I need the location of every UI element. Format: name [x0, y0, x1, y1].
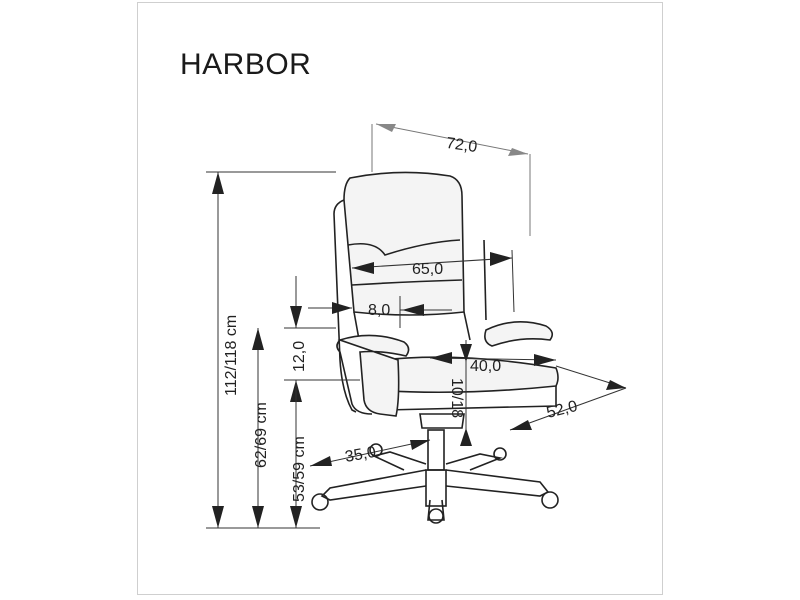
diagram-frame	[137, 2, 663, 595]
dim-seat-width	[429, 352, 557, 366]
dim-total-height	[206, 171, 336, 529]
label-seat-floor-height: 53/59 cm	[291, 436, 308, 502]
dim-seat-depth	[509, 365, 627, 431]
label-width-top: 72,0	[445, 135, 478, 156]
dim-armrest-height	[284, 276, 360, 402]
dim-seat-adjust	[460, 340, 472, 446]
product-title: HARBOR	[180, 48, 312, 81]
label-seat-width: 40,0	[470, 358, 501, 375]
dim-base-radius	[309, 439, 431, 467]
label-seat-adjust: 10/18	[448, 378, 465, 418]
dim-width-top	[371, 123, 531, 236]
dim-armrest-floor-height	[252, 328, 264, 528]
label-lumbar: 8,0	[368, 302, 390, 319]
label-seat-depth: 52,0	[545, 398, 579, 422]
label-backrest-width: 65,0	[412, 261, 443, 278]
chair-illustration	[311, 171, 559, 524]
label-armrest-floor-height: 62/69 cm	[253, 402, 270, 468]
label-base-radius: 35,0	[344, 444, 378, 466]
dim-backrest-width	[351, 249, 515, 313]
dim-seat-floor-height	[290, 380, 302, 528]
label-armrest-height: 12,0	[291, 341, 308, 372]
label-total-height: 112/118 cm	[223, 315, 240, 396]
dim-lumbar	[308, 296, 452, 328]
